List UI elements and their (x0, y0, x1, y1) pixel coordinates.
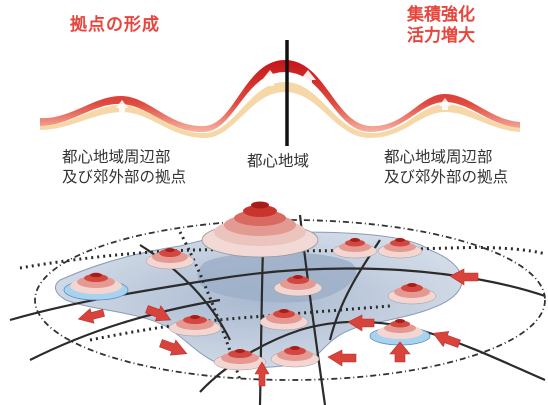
profile-red-fill (40, 60, 520, 133)
hub-cone (145, 248, 195, 270)
hub-cone (377, 238, 423, 259)
label-right-line2: 及び郊外部の拠点 (384, 168, 509, 186)
city-map (9, 201, 547, 405)
inward-arrow-icon (159, 339, 188, 356)
hub-cone (369, 319, 431, 346)
peak-up-arrow-icon (262, 70, 278, 86)
hub-cone (63, 272, 129, 301)
title-strengthen-line1: 集積強化 (407, 5, 475, 25)
hub-cone (259, 309, 309, 331)
hub-cone-main (201, 201, 319, 258)
profile-cream-band (40, 82, 520, 138)
hub-profile-curve (40, 40, 520, 146)
inward-arrow-icon (347, 314, 375, 332)
hub-cone (273, 275, 323, 297)
inward-arrow-icon (145, 305, 172, 322)
hub-cone (168, 315, 222, 337)
title-hub-formation: 拠点の形成 (70, 15, 160, 35)
label-peripheral-hub-right: 都心地域周辺部 及び郊外部の拠点 (384, 147, 508, 187)
label-peripheral-hub-left: 都心地域周辺部 及び郊外部の拠点 (62, 147, 186, 187)
title-strengthen-line2: 活力増大 (407, 26, 475, 46)
inward-arrow-icon (389, 341, 411, 363)
hub-cone (213, 349, 267, 371)
label-left-line2: 及び郊外部の拠点 (62, 168, 187, 186)
inward-arrow-icon (432, 331, 461, 348)
inward-arrow-icon (327, 349, 357, 367)
label-left-line1: 都心地域周辺部 (62, 148, 171, 166)
peak-up-arrow-icon (300, 70, 316, 86)
inward-arrow-icon (77, 308, 105, 324)
inward-arrow-icon (254, 361, 270, 387)
metro-boundary (34, 219, 546, 381)
hub-cone (332, 238, 378, 259)
label-right-line1: 都心地域周辺部 (384, 148, 493, 166)
peak-up-arrow-icon (116, 100, 128, 112)
label-city-center: 都心地域 (247, 152, 310, 170)
concentration-arrows (77, 268, 479, 387)
peak-up-arrow-icon (439, 98, 451, 110)
hub-cone (387, 283, 437, 305)
hub-cone (270, 346, 320, 368)
title-strengthen-vitality: 集積強化 活力増大 (395, 5, 487, 47)
inward-arrow-icon (449, 268, 479, 286)
